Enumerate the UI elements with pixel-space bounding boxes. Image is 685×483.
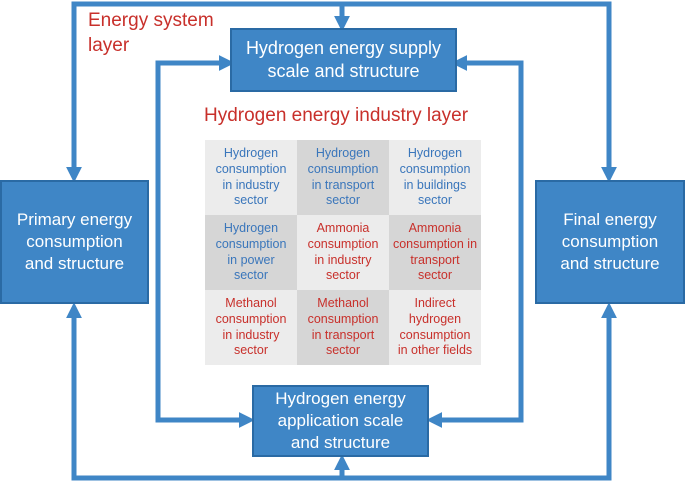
grid-cell-label: Hydrogen consumption in power sector <box>215 221 287 283</box>
final-box-label: Final energy consumption and structure <box>560 209 660 274</box>
application-box-label: Hydrogen energy application scale and st… <box>275 388 406 453</box>
industry-grid: Hydrogen consumption in industry sector … <box>205 140 481 365</box>
grid-cell: Methanol consumption in transport sector <box>297 290 389 365</box>
grid-cell-label: Ammonia consumption in industry sector <box>307 221 379 283</box>
grid-cell-label: Ammonia consumption in transport sector <box>392 221 478 283</box>
grid-cell-label: Hydrogen consumption in buildings sector <box>399 146 471 208</box>
grid-cell: Hydrogen consumption in power sector <box>205 215 297 290</box>
grid-cell-label: Hydrogen consumption in industry sector <box>215 146 287 208</box>
grid-cell: Methanol consumption in industry sector <box>205 290 297 365</box>
inner-left-loop <box>155 54 255 429</box>
grid-cell: Ammonia consumption in industry sector <box>297 215 389 290</box>
industry-layer-label: Hydrogen energy industry layer <box>204 105 469 126</box>
application-box: Hydrogen energy application scale and st… <box>252 385 429 457</box>
grid-cell: Hydrogen consumption in buildings sector <box>389 140 481 215</box>
grid-cell-label: Indirect hydrogen consumption in other f… <box>397 296 473 358</box>
supply-box-label: Hydrogen energy supply scale and structu… <box>245 37 442 81</box>
supply-box: Hydrogen energy supply scale and structu… <box>230 28 457 92</box>
grid-cell: Hydrogen consumption in transport sector <box>297 140 389 215</box>
primary-box: Primary energy consumption and structure <box>0 180 149 304</box>
grid-cell-label: Hydrogen consumption in transport sector <box>307 146 379 208</box>
primary-box-label: Primary energy consumption and structure <box>16 209 133 274</box>
grid-cell-label: Methanol consumption in industry sector <box>215 296 287 358</box>
inner-right-loop <box>426 54 524 429</box>
grid-cell: Indirect hydrogen consumption in other f… <box>389 290 481 365</box>
grid-cell: Ammonia consumption in transport sector <box>389 215 481 290</box>
energy-system-layer-label: Energy system layer <box>88 10 214 56</box>
grid-cell: Hydrogen consumption in industry sector <box>205 140 297 215</box>
final-box: Final energy consumption and structure <box>535 180 685 304</box>
grid-cell-label: Methanol consumption in transport sector <box>307 296 379 358</box>
